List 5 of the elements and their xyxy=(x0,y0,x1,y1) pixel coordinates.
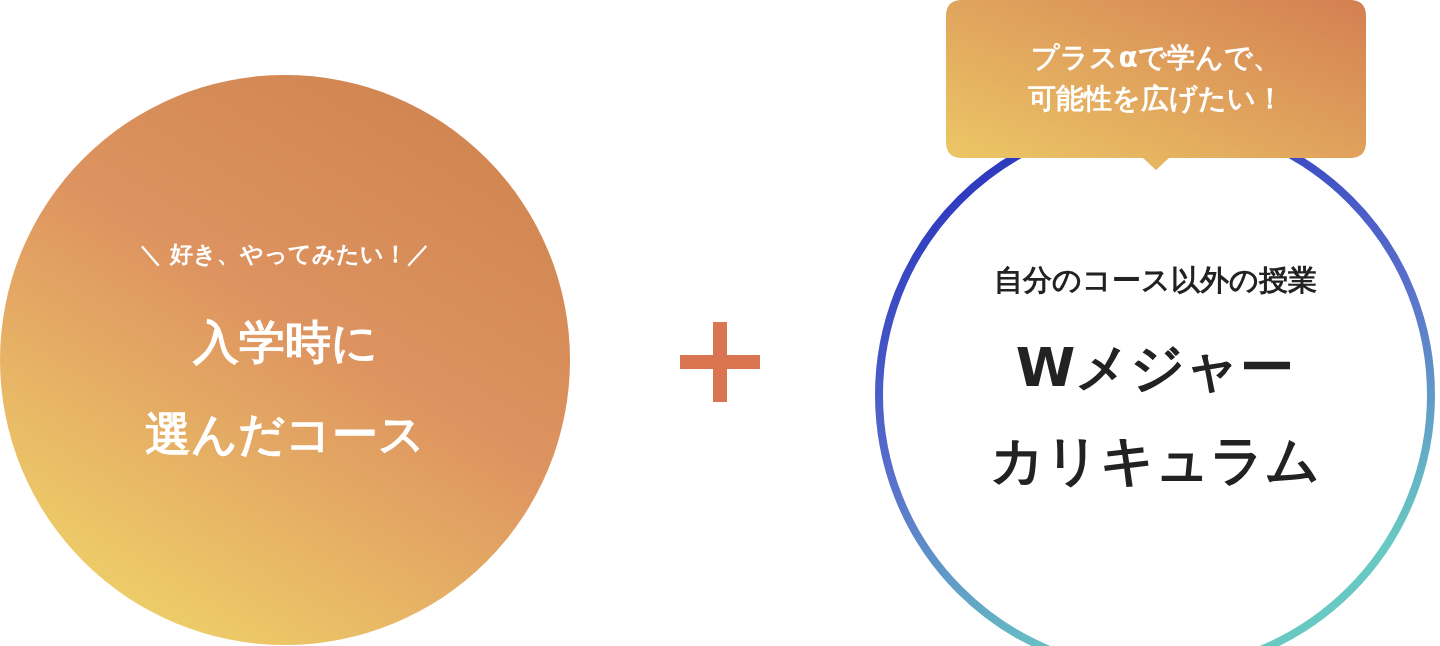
bubble-text: プラスαで学んで、可能性を広げたい！ xyxy=(1027,40,1285,117)
tagline: ＼ 好き、やってみたい！／ xyxy=(138,240,432,270)
curriculum-title: Wメジャーカリキュラム xyxy=(989,334,1321,494)
subtitle: 自分のコース以外の授業 xyxy=(992,262,1318,300)
course-title: 入学時に選んだコース xyxy=(144,313,426,463)
